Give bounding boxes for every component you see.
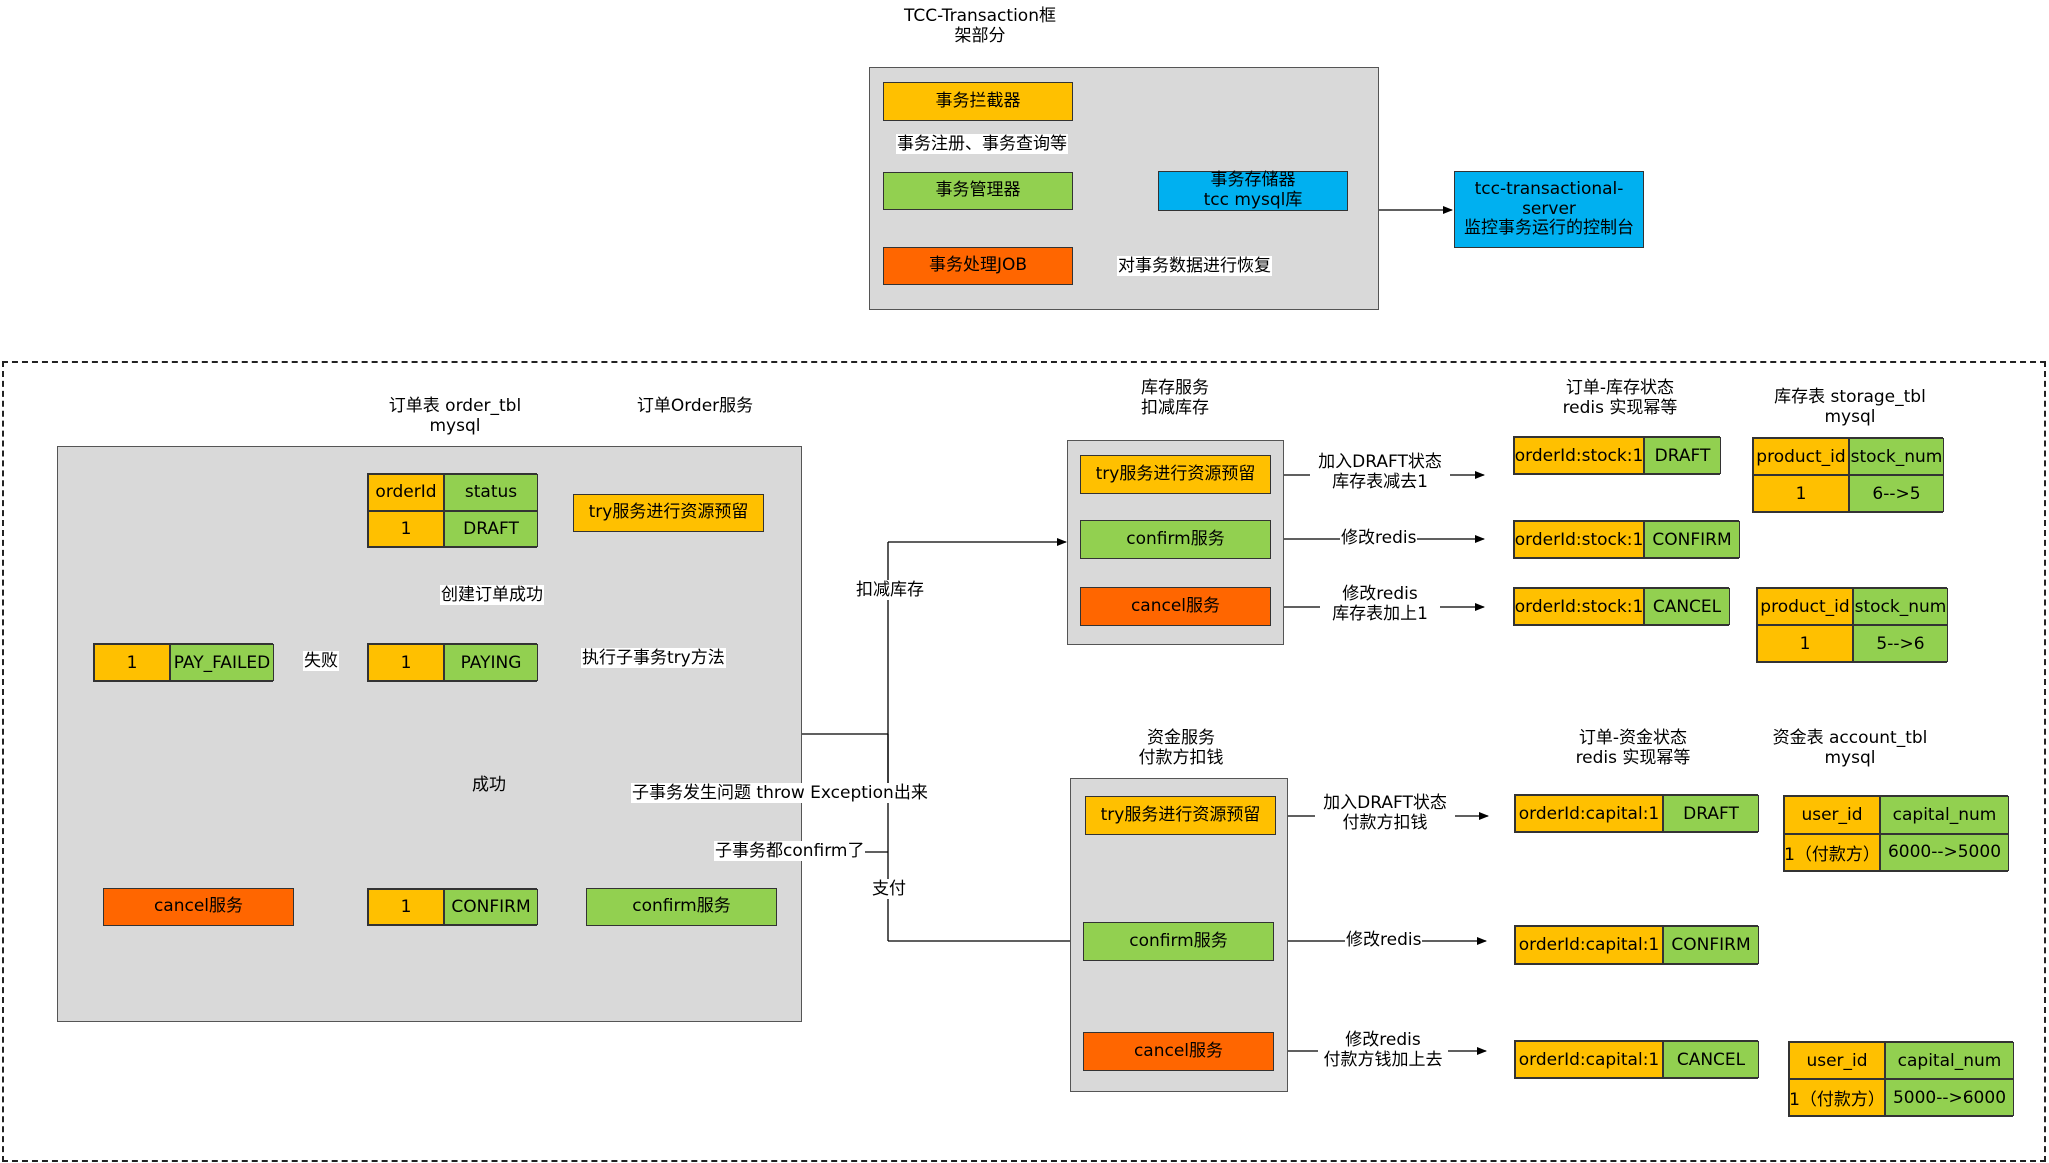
capital-cancel-box: cancel服务 (1083, 1032, 1274, 1071)
order-table-title: 订单表 order_tbl mysql (388, 396, 522, 437)
order-table-cell-status: DRAFT (444, 510, 538, 547)
stock-cancel-label: 修改redis 库存表加上1 (1320, 584, 1440, 625)
account-header-capital-num: capital_num (1880, 796, 2009, 834)
storage-header-product-id: product_id (1753, 438, 1849, 475)
create-order-label: 创建订单成功 (440, 585, 544, 606)
stock-cancel-box: cancel服务 (1080, 587, 1271, 626)
capital-redis-state-draft: DRAFT (1663, 795, 1759, 832)
success-label: 成功 (472, 775, 506, 795)
transaction-interceptor-box: 事务拦截器 (883, 82, 1073, 121)
account-header-capital-num: capital_num (1885, 1042, 2014, 1079)
all-confirm-label: 子事务都confirm了 (714, 841, 866, 862)
exception-label: 子事务发生问题 throw Exception出来 (631, 783, 929, 804)
storage-table-title: 库存表 storage_tbl mysql (1774, 387, 1926, 428)
storage-header-stock-num: stock_num (1849, 438, 1944, 475)
storage-cell-stock-num: 5-->6 (1853, 625, 1948, 662)
stock-confirm-label: 修改redis (1340, 528, 1418, 549)
stock-confirm-box: confirm服务 (1080, 520, 1271, 559)
stock-service-title: 库存服务 扣减库存 (1141, 378, 1209, 419)
storage-table-2: product_id stock_num 1 5-->6 (1756, 587, 1948, 663)
capital-confirm-box: confirm服务 (1083, 922, 1274, 961)
storage-cell-product-id: 1 (1753, 475, 1849, 512)
capital-try-box: try服务进行资源预留 (1085, 796, 1276, 835)
business-region (2, 361, 2046, 1162)
capital-confirm-label: 修改redis (1345, 930, 1423, 951)
pay-failed-row: 1 PAY_FAILED (93, 643, 274, 682)
transaction-manager-box: 事务管理器 (883, 172, 1073, 210)
account-cell-user-id: 1（付款方） (1789, 1079, 1885, 1116)
capital-redis-state-confirm: CONFIRM (1663, 926, 1759, 964)
capital-redis-confirm: orderId:capital:1 CONFIRM (1514, 925, 1759, 965)
account-table-2: user_id capital_num 1（付款方） 5000-->6000 (1788, 1041, 2014, 1117)
order-service-title: 订单Order服务 (636, 396, 754, 416)
fail-label: 失败 (303, 651, 339, 672)
order-try-box: try服务进行资源预留 (573, 494, 764, 532)
account-cell-user-id: 1（付款方） (1784, 833, 1880, 871)
capital-redis-cancel: orderId:capital:1 CANCEL (1514, 1040, 1759, 1079)
capital-service-title: 资金服务 付款方扣钱 (1138, 728, 1224, 769)
stock-redis-key: orderId:stock:1 (1514, 521, 1644, 558)
account-header-user-id: user_id (1784, 796, 1880, 834)
stock-redis-state-cancel: CANCEL (1644, 588, 1730, 625)
transaction-job-box: 事务处理JOB (883, 247, 1073, 285)
capital-redis-draft: orderId:capital:1 DRAFT (1514, 794, 1759, 833)
order-table-header-status: status (444, 474, 538, 511)
capital-cancel-label: 修改redis 付款方钱加上去 (1318, 1030, 1448, 1071)
storage-header-product-id: product_id (1757, 588, 1853, 625)
paying-id: 1 (368, 644, 444, 681)
stock-redis-title: 订单-库存状态 redis 实现幂等 (1562, 378, 1678, 419)
order-table-header-orderid: orderId (368, 474, 444, 511)
stock-redis-key: orderId:stock:1 (1514, 588, 1644, 625)
account-header-user-id: user_id (1789, 1042, 1885, 1079)
capital-redis-key: orderId:capital:1 (1515, 795, 1663, 832)
stock-try-box: try服务进行资源预留 (1080, 455, 1271, 494)
account-table-title: 资金表 account_tbl mysql (1772, 728, 1928, 769)
order-cancel-box: cancel服务 (103, 888, 294, 926)
stock-redis-key: orderId:stock:1 (1514, 437, 1644, 474)
order-confirm-box: confirm服务 (586, 888, 777, 926)
pay-label: 支付 (871, 879, 907, 900)
paying-status: PAYING (444, 644, 538, 681)
stock-redis-state-confirm: CONFIRM (1644, 521, 1740, 558)
storage-cell-stock-num: 6-->5 (1849, 475, 1944, 512)
register-query-label: 事务注册、事务查询等 (896, 134, 1068, 155)
capital-redis-key: orderId:capital:1 (1515, 1041, 1663, 1078)
stock-redis-draft: orderId:stock:1 DRAFT (1513, 436, 1721, 475)
tcc-server-box: tcc-transactional-server 监控事务运行的控制台 (1454, 171, 1644, 248)
order-table-cell-orderid: 1 (368, 510, 444, 547)
storage-table-1: product_id stock_num 1 6-->5 (1752, 437, 1944, 513)
stock-redis-cancel: orderId:stock:1 CANCEL (1513, 587, 1730, 626)
capital-redis-title: 订单-资金状态 redis 实现幂等 (1575, 728, 1691, 769)
capital-redis-state-cancel: CANCEL (1663, 1041, 1759, 1078)
exec-try-label: 执行子事务try方法 (581, 648, 726, 669)
confirm-status: CONFIRM (444, 889, 538, 925)
stock-try-label: 加入DRAFT状态 库存表减去1 (1310, 452, 1450, 493)
paying-row: 1 PAYING (367, 643, 538, 682)
confirm-id: 1 (368, 889, 444, 925)
stock-redis-confirm: orderId:stock:1 CONFIRM (1513, 520, 1740, 559)
pay-failed-status: PAY_FAILED (170, 644, 274, 681)
account-cell-capital-num: 5000-->6000 (1885, 1079, 2014, 1116)
transaction-storage-box: 事务存储器 tcc mysql库 (1158, 171, 1348, 211)
capital-redis-key: orderId:capital:1 (1515, 926, 1663, 964)
deduct-stock-label: 扣减库存 (855, 580, 925, 601)
stock-redis-state-draft: DRAFT (1644, 437, 1721, 474)
recover-label: 对事务数据进行恢复 (1117, 256, 1272, 277)
framework-title: TCC-Transaction框 架部分 (904, 6, 1056, 47)
confirm-row: 1 CONFIRM (367, 888, 538, 926)
capital-try-label: 加入DRAFT状态 付款方扣钱 (1315, 793, 1455, 834)
account-cell-capital-num: 6000-->5000 (1880, 833, 2009, 871)
account-table-1: user_id capital_num 1（付款方） 6000-->5000 (1783, 795, 2009, 872)
storage-cell-product-id: 1 (1757, 625, 1853, 662)
storage-header-stock-num: stock_num (1853, 588, 1948, 625)
pay-failed-id: 1 (94, 644, 170, 681)
order-table: orderId status 1 DRAFT (367, 473, 538, 548)
